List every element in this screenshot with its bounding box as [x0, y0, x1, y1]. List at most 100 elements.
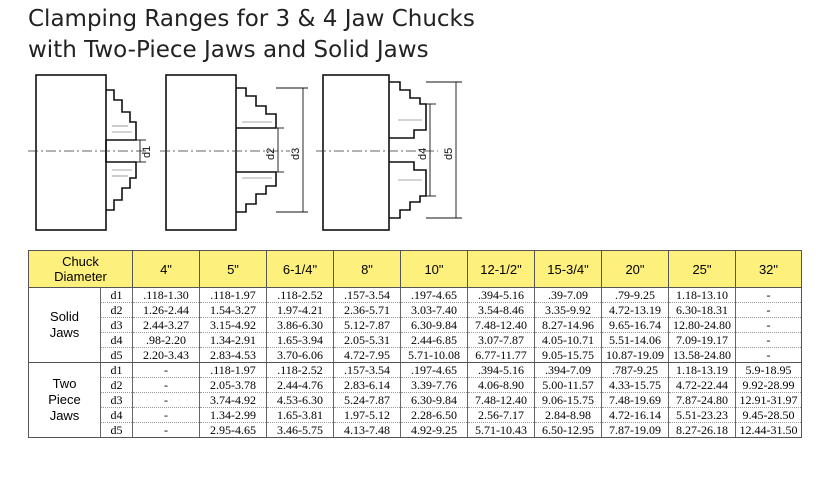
range-cell: .118-1.97: [199, 287, 267, 303]
range-cell: 3.46-5.75: [266, 422, 334, 438]
range-cell: 9.06-15.75: [534, 392, 602, 408]
range-cell: 2.05-5.31: [333, 332, 401, 348]
range-cell: 4.53-6.30: [266, 392, 334, 408]
range-cell: 12.80-24.80: [668, 317, 736, 333]
chuck-diagram-d4-d5: [322, 74, 427, 231]
range-cell: 1.34-2.91: [199, 332, 267, 348]
range-cell: .118-2.52: [266, 362, 334, 378]
range-cell: 3.35-9.92: [534, 302, 602, 318]
column-header: 32": [735, 250, 802, 288]
row-group-label-line: Piece: [48, 392, 81, 407]
range-cell: -: [132, 392, 200, 408]
range-cell: 7.48-12.40: [467, 317, 535, 333]
range-cell: .197-4.65: [400, 362, 468, 378]
range-cell: 1.65-3.94: [266, 332, 334, 348]
range-cell: 4.92-9.25: [400, 422, 468, 438]
range-cell: 8.27-14.96: [534, 317, 602, 333]
diagram-label-d3: d3: [290, 148, 302, 160]
range-cell: 6.30-9.84: [400, 392, 468, 408]
range-cell: 7.87-19.09: [601, 422, 669, 438]
range-cell: 3.39-7.76: [400, 377, 468, 393]
column-header: 20": [601, 250, 669, 288]
range-cell: .118-2.52: [266, 287, 334, 303]
range-cell: 13.58-24.80: [668, 347, 736, 363]
column-header: 5": [199, 250, 267, 288]
column-header: 12-1/2": [467, 250, 535, 288]
range-cell: 1.97-5.12: [333, 407, 401, 423]
range-cell: 7.48-19.69: [601, 392, 669, 408]
range-cell: 1.97-4.21: [266, 302, 334, 318]
range-cell: 3.15-4.92: [199, 317, 267, 333]
range-cell: 4.72-22.44: [668, 377, 736, 393]
range-cell: -: [132, 422, 200, 438]
page-title: Clamping Ranges for 3 & 4 Jaw Chucks wit…: [28, 4, 475, 66]
range-cell: 7.09-19.17: [668, 332, 736, 348]
range-cell: 1.26-2.44: [132, 302, 200, 318]
range-cell: 5.24-7.87: [333, 392, 401, 408]
chuck-diagram-d1: [35, 74, 137, 231]
row-group-label-line: Jaws: [49, 325, 80, 340]
header-chuck-diameter: Chuck Diameter: [28, 250, 133, 288]
range-cell: 4.06-8.90: [467, 377, 535, 393]
range-cell: .787-9.25: [601, 362, 669, 378]
range-cell: 2.83-6.14: [333, 377, 401, 393]
range-cell: 2.83-4.53: [199, 347, 267, 363]
range-cell: -: [735, 302, 802, 318]
range-cell: 4.72-13.19: [601, 302, 669, 318]
range-cell: 4.05-10.71: [534, 332, 602, 348]
range-cell: 3.74-4.92: [199, 392, 267, 408]
range-cell: 1.54-3.27: [199, 302, 267, 318]
range-cell: 1.18-13.10: [668, 287, 736, 303]
range-cell: 4.72-16.14: [601, 407, 669, 423]
range-cell: 9.45-28.50: [735, 407, 802, 423]
range-cell: 1.34-2.99: [199, 407, 267, 423]
range-cell: -: [735, 287, 802, 303]
range-cell: -: [735, 332, 802, 348]
range-cell: 5.71-10.08: [400, 347, 468, 363]
range-cell: 3.70-6.06: [266, 347, 334, 363]
range-cell: 6.30-18.31: [668, 302, 736, 318]
range-cell: -: [132, 407, 200, 423]
chuck-diagram-d2-d3: [165, 74, 277, 231]
dimension-label: d1: [100, 362, 133, 378]
range-cell: 4.33-15.75: [601, 377, 669, 393]
range-cell: 8.27-26.18: [668, 422, 736, 438]
range-cell: 12.91-31.97: [735, 392, 802, 408]
dimension-label: d1: [100, 287, 133, 303]
dimension-label: d2: [100, 302, 133, 318]
range-cell: -: [132, 362, 200, 378]
range-cell: 5.71-10.43: [467, 422, 535, 438]
range-cell: .197-4.65: [400, 287, 468, 303]
row-group-label-line: Jaws: [49, 408, 80, 423]
diagram-label-d5: d5: [443, 148, 455, 160]
range-cell: 2.84-8.98: [534, 407, 602, 423]
chuck-diagrams: d1 d2 d3 d4 d5: [28, 74, 462, 231]
range-cell: 6.30-9.84: [400, 317, 468, 333]
range-cell: 4.72-7.95: [333, 347, 401, 363]
dimension-label: d4: [100, 332, 133, 348]
dimension-label: d3: [100, 392, 133, 408]
range-cell: .157-3.54: [333, 287, 401, 303]
diagram-label-d4: d4: [417, 148, 429, 160]
range-cell: .79-9.25: [601, 287, 669, 303]
dimension-label: d5: [100, 422, 133, 438]
range-cell: 2.20-3.43: [132, 347, 200, 363]
dimension-label: d4: [100, 407, 133, 423]
range-cell: 1.18-13.19: [668, 362, 736, 378]
range-cell: 7.87-24.80: [668, 392, 736, 408]
range-cell: -: [132, 377, 200, 393]
column-header: 15-3/4": [534, 250, 602, 288]
range-cell: 6.50-12.95: [534, 422, 602, 438]
range-cell: 7.48-12.40: [467, 392, 535, 408]
range-cell: 3.86-6.30: [266, 317, 334, 333]
